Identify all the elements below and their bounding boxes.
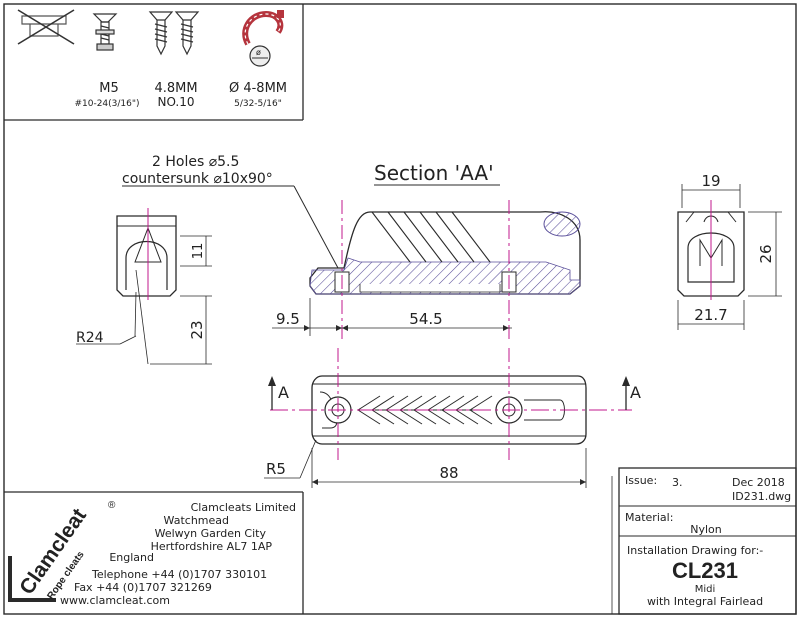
brand-registered: ® (108, 500, 116, 511)
woodscrew-metric: 4.8MM (154, 81, 197, 96)
dim-88: 88 (439, 464, 458, 482)
company-address-4: England (109, 551, 154, 564)
installation-label: Installation Drawing for:- (627, 544, 763, 557)
screw-imperial: #10-24(3/16") (74, 99, 139, 109)
rope-imperial: 5/32-5/16" (234, 99, 282, 109)
dim-23: 23 (188, 320, 206, 339)
dim-54-5: 54.5 (409, 310, 442, 328)
wood-screw-icon (148, 11, 200, 56)
section-arrow-left-label: A (278, 383, 289, 402)
title-block: Issue: 3. Dec 2018 ID231.dwg Material: N… (611, 467, 797, 615)
material-value: Nylon (690, 523, 722, 536)
holes-note-line2: countersunk ⌀10x90° (122, 171, 273, 187)
section-arrow-right-label: A (630, 383, 641, 402)
material-label: Material: (625, 511, 673, 524)
dim-19: 19 (701, 172, 720, 190)
part-description-2: with Integral Fairlead (647, 595, 763, 608)
no-adhesive-icon (17, 9, 75, 45)
company-block: Clamcleat ® Rope cleats Clamcleats Limit… (4, 491, 304, 614)
section-title-id: 'AA' (455, 161, 494, 185)
part-description-1: Midi (695, 584, 716, 595)
note-leader (293, 185, 339, 269)
rope-metric: Ø 4-8MM (229, 81, 287, 96)
company-address-2: Welwyn Garden City (155, 527, 267, 540)
end-view-left: 11 23 R24 (76, 208, 212, 365)
part-number: CL231 (672, 558, 738, 583)
svg-text:ø: ø (256, 48, 261, 57)
fixings-panel: ø M5 #10-24(3/16") 4.8MM NO.10 Ø 4-8MM 5… (4, 4, 304, 121)
rope-icon: ø (242, 10, 284, 67)
holes-note-line1: 2 Holes ⌀5.5 (152, 154, 239, 170)
section-aa-view: 9.5 54.5 (272, 200, 581, 340)
dim-9-5: 9.5 (276, 310, 300, 328)
company-phone: Telephone +44 (0)1707 330101 (91, 568, 267, 581)
sheet-border (3, 3, 797, 615)
end-view-right: 19 26 21.7 (677, 172, 782, 330)
drawing-date: Dec 2018 (732, 476, 785, 489)
dim-11: 11 (191, 243, 206, 260)
screw-metric: M5 (99, 81, 119, 96)
dim-26: 26 (757, 244, 775, 263)
section-title-prefix: Section (374, 161, 455, 185)
section-title: Section 'AA' (374, 161, 494, 185)
dim-r5: R5 (266, 460, 286, 478)
issue-label: Issue: (625, 474, 657, 487)
company-name: Clamcleats Limited (191, 501, 296, 514)
company-address-3: Hertfordshire AL7 1AP (151, 540, 273, 553)
dim-21-7: 21.7 (694, 306, 727, 324)
company-fax: Fax +44 (0)1707 321269 (74, 581, 212, 594)
clamcleat-logo-mark (8, 556, 56, 602)
company-website: www.clamcleat.com (60, 594, 170, 607)
issue-value: 3. (672, 476, 683, 489)
plan-view: A A R5 88 (264, 348, 641, 488)
drawing-file: ID231.dwg (732, 490, 791, 503)
company-address-1: Watchmead (164, 514, 229, 527)
dim-r24: R24 (76, 330, 104, 346)
machine-screw-icon (92, 13, 118, 51)
woodscrew-imperial: NO.10 (157, 95, 194, 109)
